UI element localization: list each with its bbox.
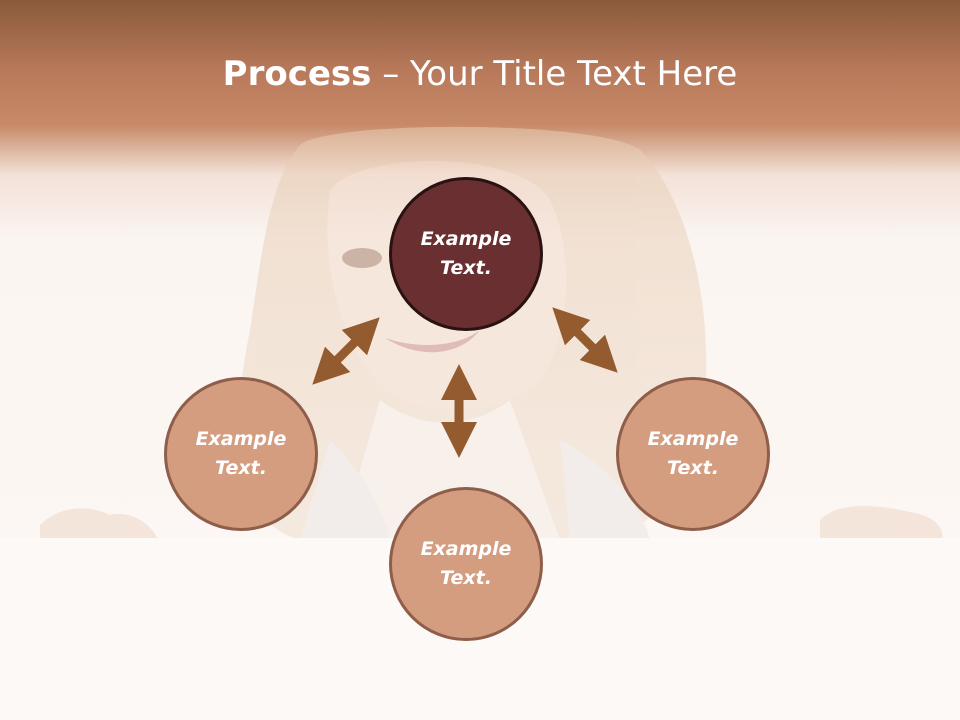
title-separator: – xyxy=(371,54,411,94)
node-top[interactable]: Example Text. xyxy=(389,177,543,331)
node-left[interactable]: Example Text. xyxy=(164,377,318,531)
node-right-label: Example Text. xyxy=(647,428,739,479)
node-right[interactable]: Example Text. xyxy=(616,377,770,531)
arrow-top-left xyxy=(312,317,380,385)
arrow-top-right xyxy=(552,307,618,373)
slide-title: Process – Your Title Text Here xyxy=(0,52,960,96)
title-bold: Process xyxy=(222,54,372,94)
node-top-label: Example Text. xyxy=(420,228,512,279)
title-rest: Your Title Text Here xyxy=(410,54,738,94)
node-left-label: Example Text. xyxy=(195,428,287,479)
node-bottom-label: Example Text. xyxy=(420,538,512,589)
node-bottom[interactable]: Example Text. xyxy=(389,487,543,641)
